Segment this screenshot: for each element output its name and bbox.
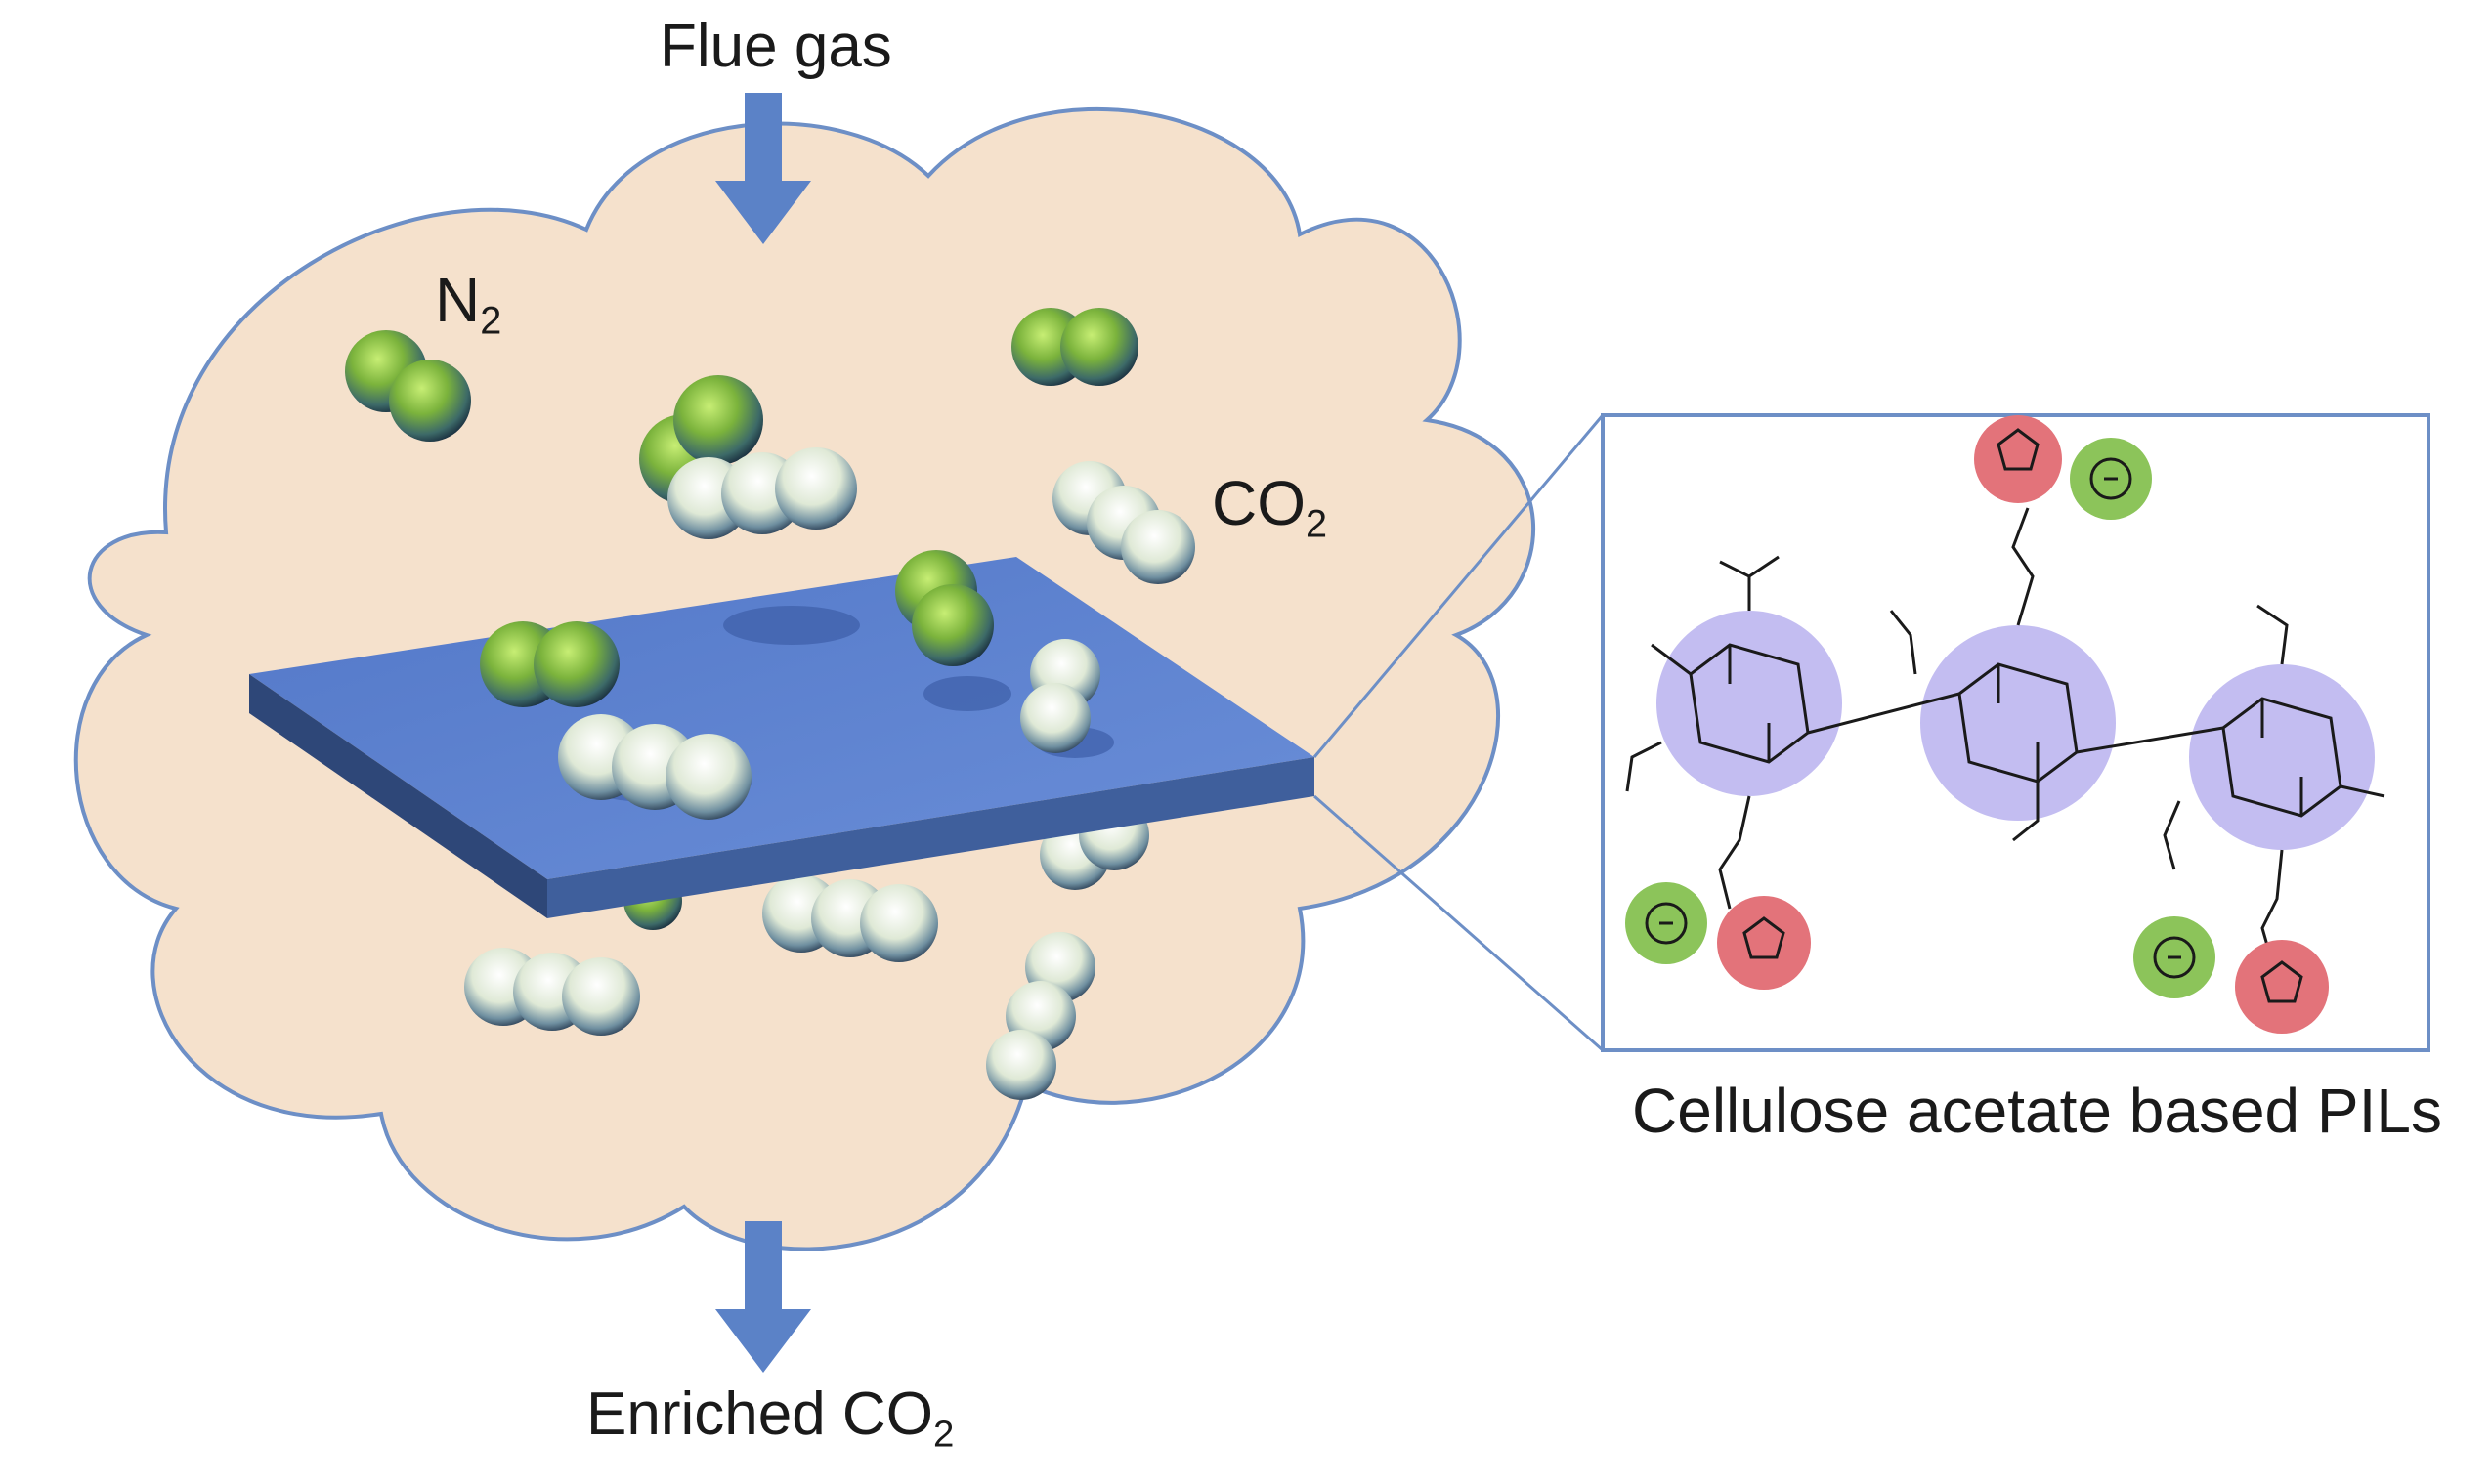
molecules-below [464, 800, 1149, 1100]
membrane-front [547, 757, 1314, 918]
n2-label: N2 [435, 264, 501, 344]
pil-structure-inset [1601, 413, 2430, 1052]
co2-molecule [1020, 639, 1100, 753]
zoom-connector [1312, 414, 1605, 1052]
glucose-ring [2189, 664, 2375, 850]
pyrrolidinium-icon [1717, 896, 1811, 990]
n2-molecule [895, 550, 994, 666]
enriched-co2-arrow [715, 1221, 811, 1373]
n2-molecule [345, 330, 471, 442]
co2-molecule [762, 874, 938, 962]
pyrrolidinium-icon [2235, 940, 2329, 1034]
backbone-bonds [1625, 507, 2385, 963]
glucose-ring [1656, 611, 1842, 796]
co2-molecule [986, 932, 1095, 1100]
n2-molecule [1011, 308, 1138, 386]
enriched-co2-subscript: 2 [932, 1413, 955, 1456]
flue-gas-text: Flue gas [660, 13, 892, 80]
flue-gas-arrow [715, 93, 811, 244]
arrow-down-icon [715, 1221, 811, 1373]
co2-label-subscript: 2 [1306, 502, 1328, 546]
co2-molecule [464, 948, 640, 1036]
co2-molecule [1052, 461, 1195, 584]
arrow-down-icon [715, 93, 811, 244]
molecules-above [345, 308, 1195, 820]
enriched-co2-label: Enriched CO2 [586, 1379, 954, 1456]
co2-label: CO2 [1212, 467, 1327, 547]
enriched-co2-main: Enriched CO [586, 1380, 933, 1448]
inset-caption-text: Cellulose acetate based PILs [1632, 1076, 2442, 1146]
n2-label-subscript: 2 [480, 299, 502, 343]
flue-gas-label: Flue gas [660, 12, 892, 81]
ion-pair-left [1625, 882, 1811, 990]
n2-label-main: N [435, 265, 481, 335]
co2-molecule [558, 714, 752, 820]
co2-molecule [667, 447, 857, 539]
pyrrolidinium-icon [1974, 415, 2062, 503]
inset-caption: Cellulose acetate based PILs [1632, 1075, 2442, 1147]
ion-pair-top [1974, 415, 2152, 520]
glucose-ring [1920, 625, 2116, 821]
ion-pair-right [2133, 916, 2329, 1034]
n2-molecule [480, 621, 620, 707]
membrane-side [249, 674, 547, 918]
co2-label-main: CO [1212, 468, 1306, 538]
